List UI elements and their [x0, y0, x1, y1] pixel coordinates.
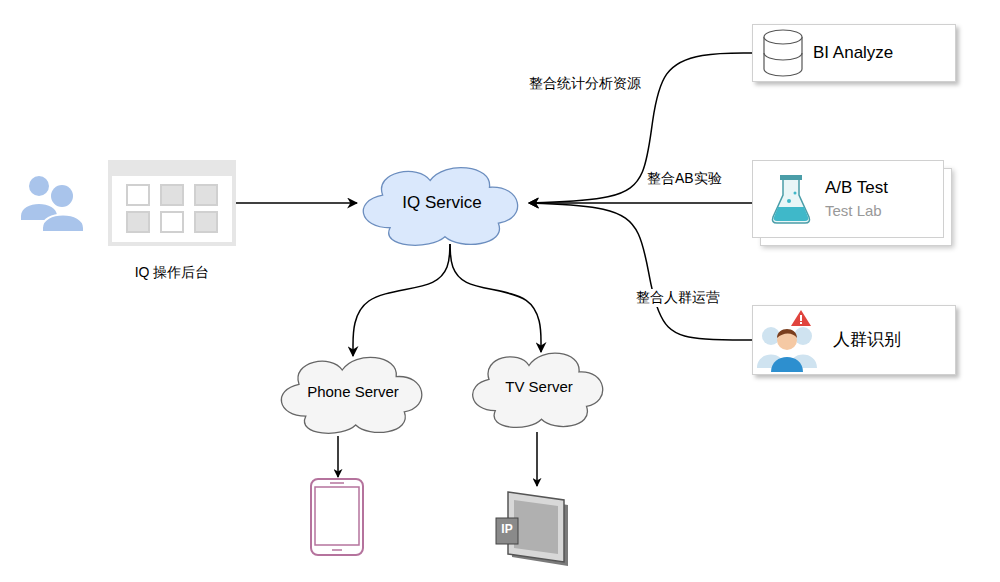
tv-icon	[496, 492, 568, 566]
service-box: 人群识别	[752, 305, 956, 375]
service-box: BI Analyze	[752, 24, 956, 82]
flask-icon	[753, 161, 825, 237]
connector	[529, 202, 752, 204]
node-title: A/B Test	[825, 176, 933, 200]
icon-label: IP	[497, 522, 517, 536]
phone-icon	[311, 479, 363, 555]
users-icon	[21, 176, 84, 232]
window-icon	[108, 160, 236, 246]
tv-link	[536, 432, 538, 486]
connector	[353, 244, 450, 356]
service-box: A/B TestTest Lab	[752, 160, 944, 238]
node-title: TV Server	[505, 375, 573, 399]
cloud-node: Phone Server	[272, 348, 434, 436]
db-icon	[753, 25, 813, 81]
cloud-node: TV Server	[464, 344, 614, 430]
connector	[450, 244, 541, 352]
node-title: Phone Server	[307, 380, 399, 404]
edge-label: 整合AB实验	[645, 170, 724, 188]
node-title: BI Analyze	[813, 41, 945, 65]
edge-label: 整合统计分析资源	[527, 75, 643, 93]
console-window: IQ 操作后台	[108, 160, 236, 282]
node-title: 人群识别	[833, 328, 945, 352]
person-icon	[753, 306, 833, 374]
connector	[529, 203, 752, 340]
cloud-node: IQ Service	[353, 158, 531, 248]
node-title: IQ Service	[402, 191, 481, 215]
edge-label: 整合人群运营	[634, 289, 722, 307]
connector	[236, 202, 357, 204]
node-title: IQ 操作后台	[108, 260, 236, 284]
node-subtitle: Test Lab	[825, 200, 933, 222]
phone-link	[337, 436, 339, 477]
